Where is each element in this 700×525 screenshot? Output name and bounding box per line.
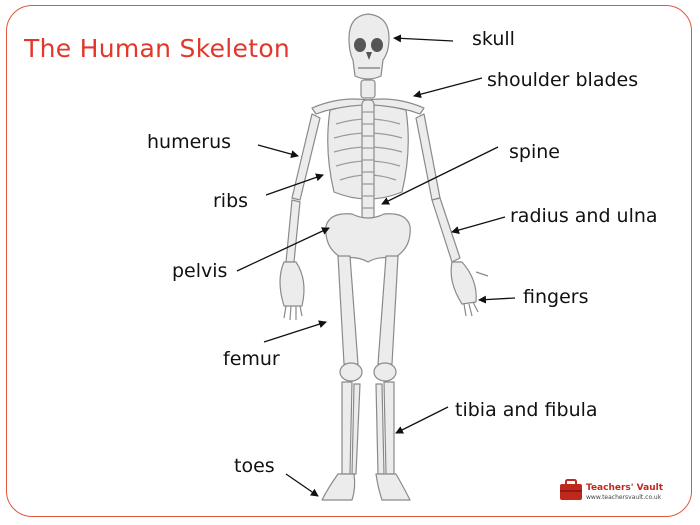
label-tibia-fibula: tibia and fibula xyxy=(455,399,598,421)
logo-icon xyxy=(560,479,582,500)
arrow-skull xyxy=(393,34,454,43)
slide-frame xyxy=(6,5,692,517)
logo-url: www.teachersvault.co.uk xyxy=(586,494,662,501)
arrow-shoulder-blades xyxy=(413,77,483,99)
label-ribs: ribs xyxy=(213,190,249,212)
arrow-toes xyxy=(285,473,319,497)
slide-title: The Human Skeleton xyxy=(24,34,291,63)
label-shoulder-blades: shoulder blades xyxy=(487,69,639,91)
label-humerus: humerus xyxy=(147,131,232,153)
arrow-spine xyxy=(381,146,499,205)
skeleton-illustration xyxy=(279,13,489,501)
label-pelvis: pelvis xyxy=(172,260,228,282)
label-spine: spine xyxy=(509,141,560,163)
arrow-radius-ulna xyxy=(451,216,506,234)
label-toes: toes xyxy=(234,455,275,477)
arrow-humerus xyxy=(257,144,299,159)
pointer-arrows xyxy=(236,34,516,497)
arrow-tibia-fibula xyxy=(395,406,449,434)
arrow-femur xyxy=(263,320,327,343)
label-fingers: fingers xyxy=(523,286,589,308)
label-femur: femur xyxy=(223,348,280,370)
skull-shape xyxy=(348,13,390,80)
pelvis-shape xyxy=(325,213,411,263)
arrow-pelvis xyxy=(236,227,330,272)
label-radius-ulna: radius and ulna xyxy=(510,205,658,227)
arrow-fingers xyxy=(478,295,516,304)
arrow-ribs xyxy=(265,173,324,196)
label-skull: skull xyxy=(472,28,515,50)
logo-name: Teachers' Vault xyxy=(586,483,663,493)
